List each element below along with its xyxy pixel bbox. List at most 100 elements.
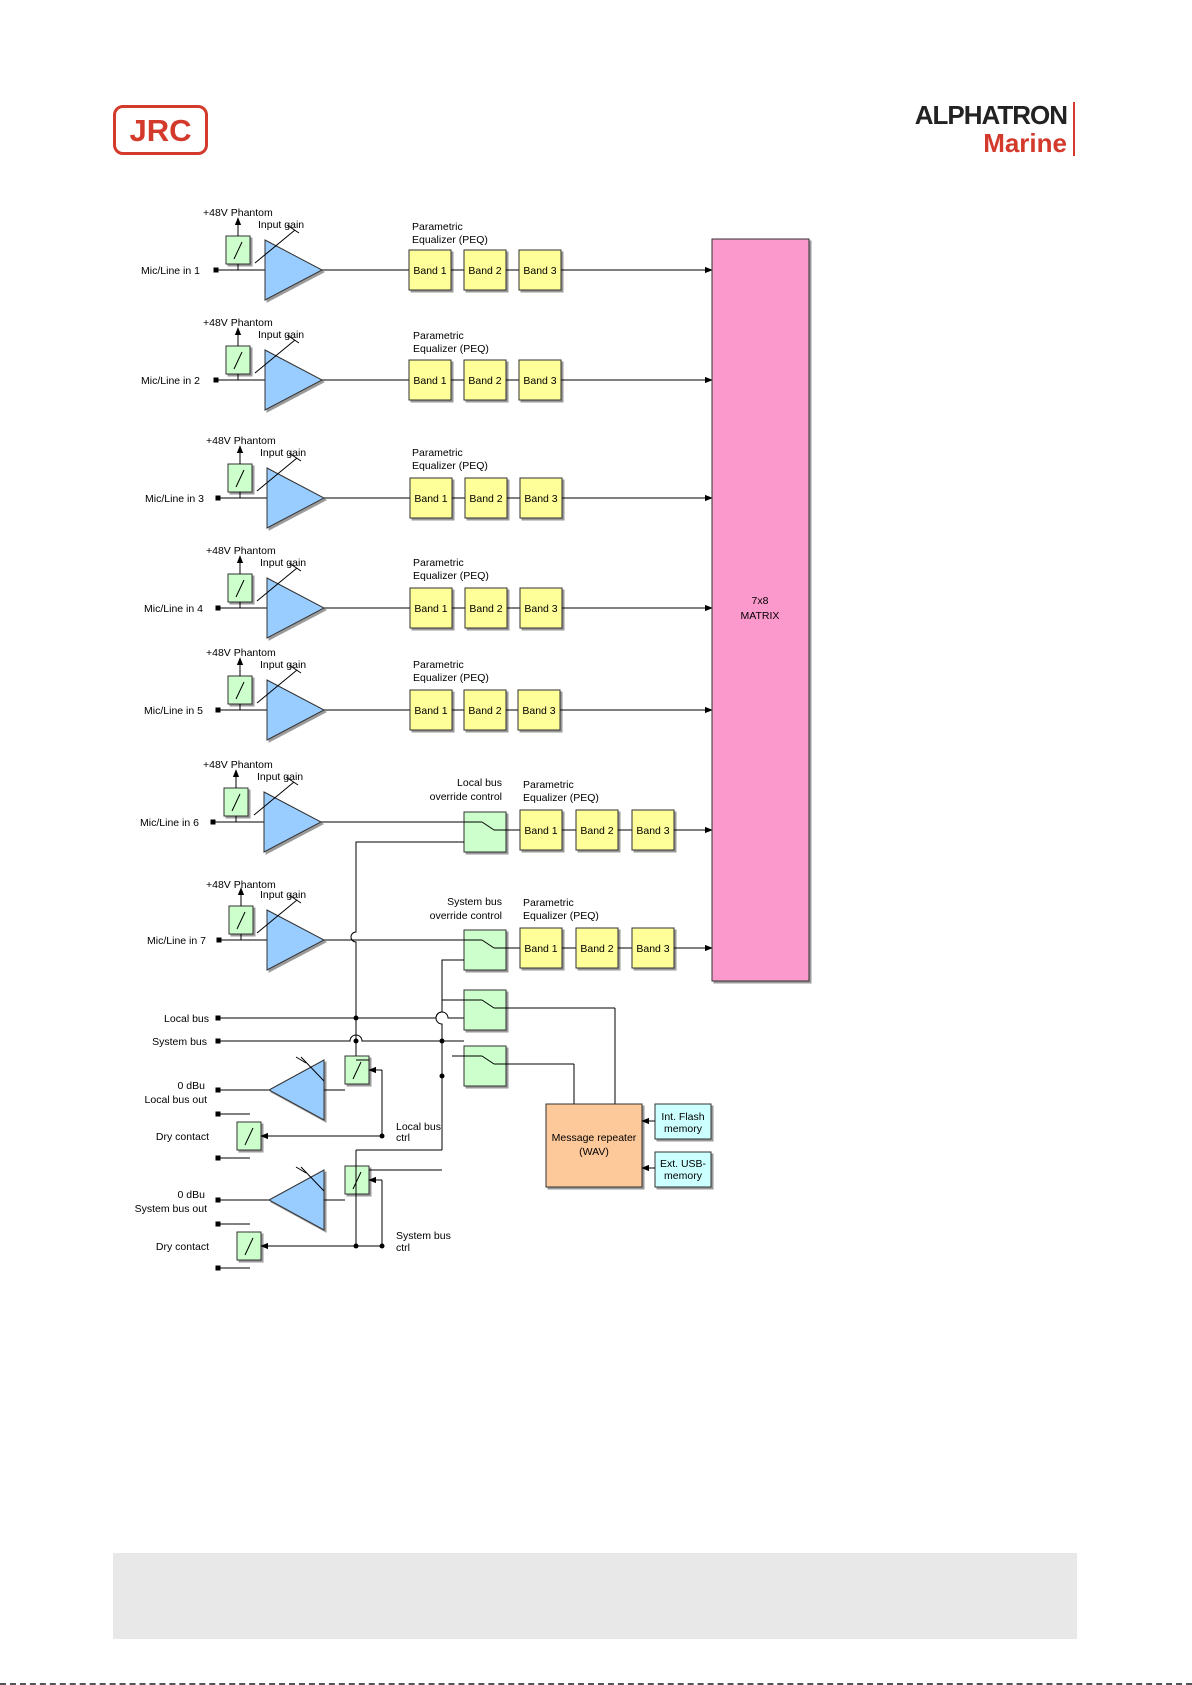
- gain-adjust-line: [256, 567, 298, 602]
- gain-adjust-line: [256, 457, 298, 492]
- input-gain-amplifier: [264, 239, 324, 301]
- ext-usb-memory-label: memory: [664, 1170, 703, 1182]
- output-name-label: Local bus out: [145, 1094, 208, 1106]
- marine-logo-text: Marine: [983, 128, 1067, 158]
- jrc-logo-text: JRC: [129, 113, 191, 148]
- int-flash-memory-label: Int. Flash: [661, 1111, 704, 1123]
- peq-band-box: [464, 477, 508, 519]
- peq-title-label: Parametric: [523, 779, 574, 791]
- message-repeater-label: (WAV): [579, 1146, 609, 1158]
- input-gain-amplifier: [263, 791, 323, 853]
- gain-adjust-line: [254, 339, 296, 374]
- peq-band-box: [631, 809, 675, 851]
- input-gain-label: Input gain: [258, 329, 304, 341]
- gain-adjust-line: [253, 781, 295, 816]
- peq-title-label: Equalizer (PEQ): [413, 570, 489, 582]
- ext-usb-memory-label: Ext. USB-: [660, 1158, 707, 1170]
- system-bus-line: [218, 1034, 464, 1042]
- input-gain-label: Input gain: [260, 447, 306, 459]
- switch-symbol: [235, 469, 245, 488]
- output-level-label: 0 dBu: [178, 1080, 206, 1092]
- override-control-label: override control: [430, 910, 502, 922]
- peq-band-label: Band 1: [413, 265, 446, 277]
- junction-dot: [439, 1073, 445, 1079]
- peq-band-label: Band 2: [469, 603, 502, 615]
- switch-symbol: [235, 681, 245, 700]
- peq-band-box: [518, 359, 562, 401]
- gain-adjust-line: [256, 899, 298, 934]
- peq-title-label: Equalizer (PEQ): [523, 910, 599, 922]
- ext-usb-memory-block: [654, 1151, 712, 1188]
- gain-adjust-line: [300, 1166, 325, 1192]
- switch-symbol: [352, 1061, 362, 1080]
- alphatron-logo-text: ALPHATRON: [914, 100, 1068, 130]
- peq-band-label: Band 1: [414, 705, 447, 717]
- peq-band-label: Band 1: [414, 603, 447, 615]
- output-amplifier: [267, 1059, 325, 1121]
- channel-input-label: Mic/Line in 2: [141, 375, 200, 387]
- alphatron-marine-logo: ALPHATRON Marine: [915, 98, 1075, 160]
- override-control-label: Local bus: [457, 777, 502, 789]
- peq-band-box: [631, 927, 675, 969]
- peq-title-label: Equalizer (PEQ): [413, 343, 489, 355]
- dry-contact-label: Dry contact: [156, 1241, 209, 1253]
- channel-input-label: Mic/Line in 4: [144, 603, 203, 615]
- matrix-label: 7x8: [752, 595, 769, 607]
- local-bus-label: Local bus: [164, 1013, 209, 1025]
- peq-band-box: [408, 359, 452, 401]
- gain-adjust-tick: [295, 1056, 307, 1064]
- switch-blade: [481, 939, 495, 949]
- channel-input-label: Mic/Line in 1: [141, 265, 200, 277]
- peq-band-box: [517, 689, 561, 731]
- switch-symbol: [233, 241, 243, 260]
- input-gain-label: Input gain: [258, 219, 304, 231]
- input-gain-label: Input gain: [257, 771, 303, 783]
- peq-band-box: [518, 249, 562, 291]
- phantom-power-label: +48V Phantom: [206, 545, 276, 557]
- peq-band-label: Band 1: [414, 493, 447, 505]
- input-gain-amplifier: [266, 679, 326, 741]
- phantom-power-label: +48V Phantom: [206, 647, 276, 659]
- junction-dot: [379, 1243, 385, 1249]
- peq-band-label: Band 2: [580, 825, 613, 837]
- input-gain-label: Input gain: [260, 889, 306, 901]
- peq-band-box: [575, 809, 619, 851]
- peq-band-label: Band 3: [523, 265, 556, 277]
- output-level-label: 0 dBu: [178, 1189, 206, 1201]
- gain-adjust-tick: [286, 224, 300, 234]
- switch-symbol: [235, 579, 245, 598]
- peq-title-label: Equalizer (PEQ): [412, 460, 488, 472]
- peq-title-label: Equalizer (PEQ): [412, 234, 488, 246]
- output-amplifier: [267, 1169, 325, 1231]
- switch-symbol: [244, 1127, 254, 1146]
- peq-band-label: Band 2: [580, 943, 613, 955]
- input-gain-amplifier: [264, 349, 324, 411]
- gain-adjust-tick: [295, 1166, 307, 1174]
- output-name-label: System bus out: [135, 1203, 207, 1215]
- gain-adjust-tick: [285, 776, 299, 786]
- system-bus-label: System bus: [152, 1036, 207, 1048]
- channel-input-label: Mic/Line in 6: [140, 817, 199, 829]
- phantom-power-label: +48V Phantom: [206, 435, 276, 447]
- peq-band-label: Band 1: [413, 375, 446, 387]
- switch-symbol: [352, 1171, 362, 1190]
- local-bus-line: [218, 1011, 464, 1019]
- phantom-power-label: +48V Phantom: [203, 759, 273, 771]
- int-flash-memory-block: [654, 1103, 712, 1140]
- gain-adjust-line: [254, 229, 296, 264]
- peq-band-label: Band 3: [636, 943, 669, 955]
- peq-title-label: Parametric: [412, 447, 463, 459]
- peq-band-box: [463, 689, 507, 731]
- input-gain-label: Input gain: [260, 659, 306, 671]
- matrix-label: MATRIX: [741, 610, 780, 622]
- peq-band-box: [463, 249, 507, 291]
- peq-title-label: Parametric: [413, 330, 464, 342]
- system-bus-override-link: [435, 959, 464, 1150]
- logo-divider: [1073, 102, 1075, 156]
- peq-band-box: [519, 809, 563, 851]
- bus-ctrl-label: Local bus: [396, 1121, 441, 1133]
- channel-input-label: Mic/Line in 3: [145, 493, 204, 505]
- local-bus-message-switch: [463, 989, 507, 1031]
- matrix-block: [711, 238, 810, 982]
